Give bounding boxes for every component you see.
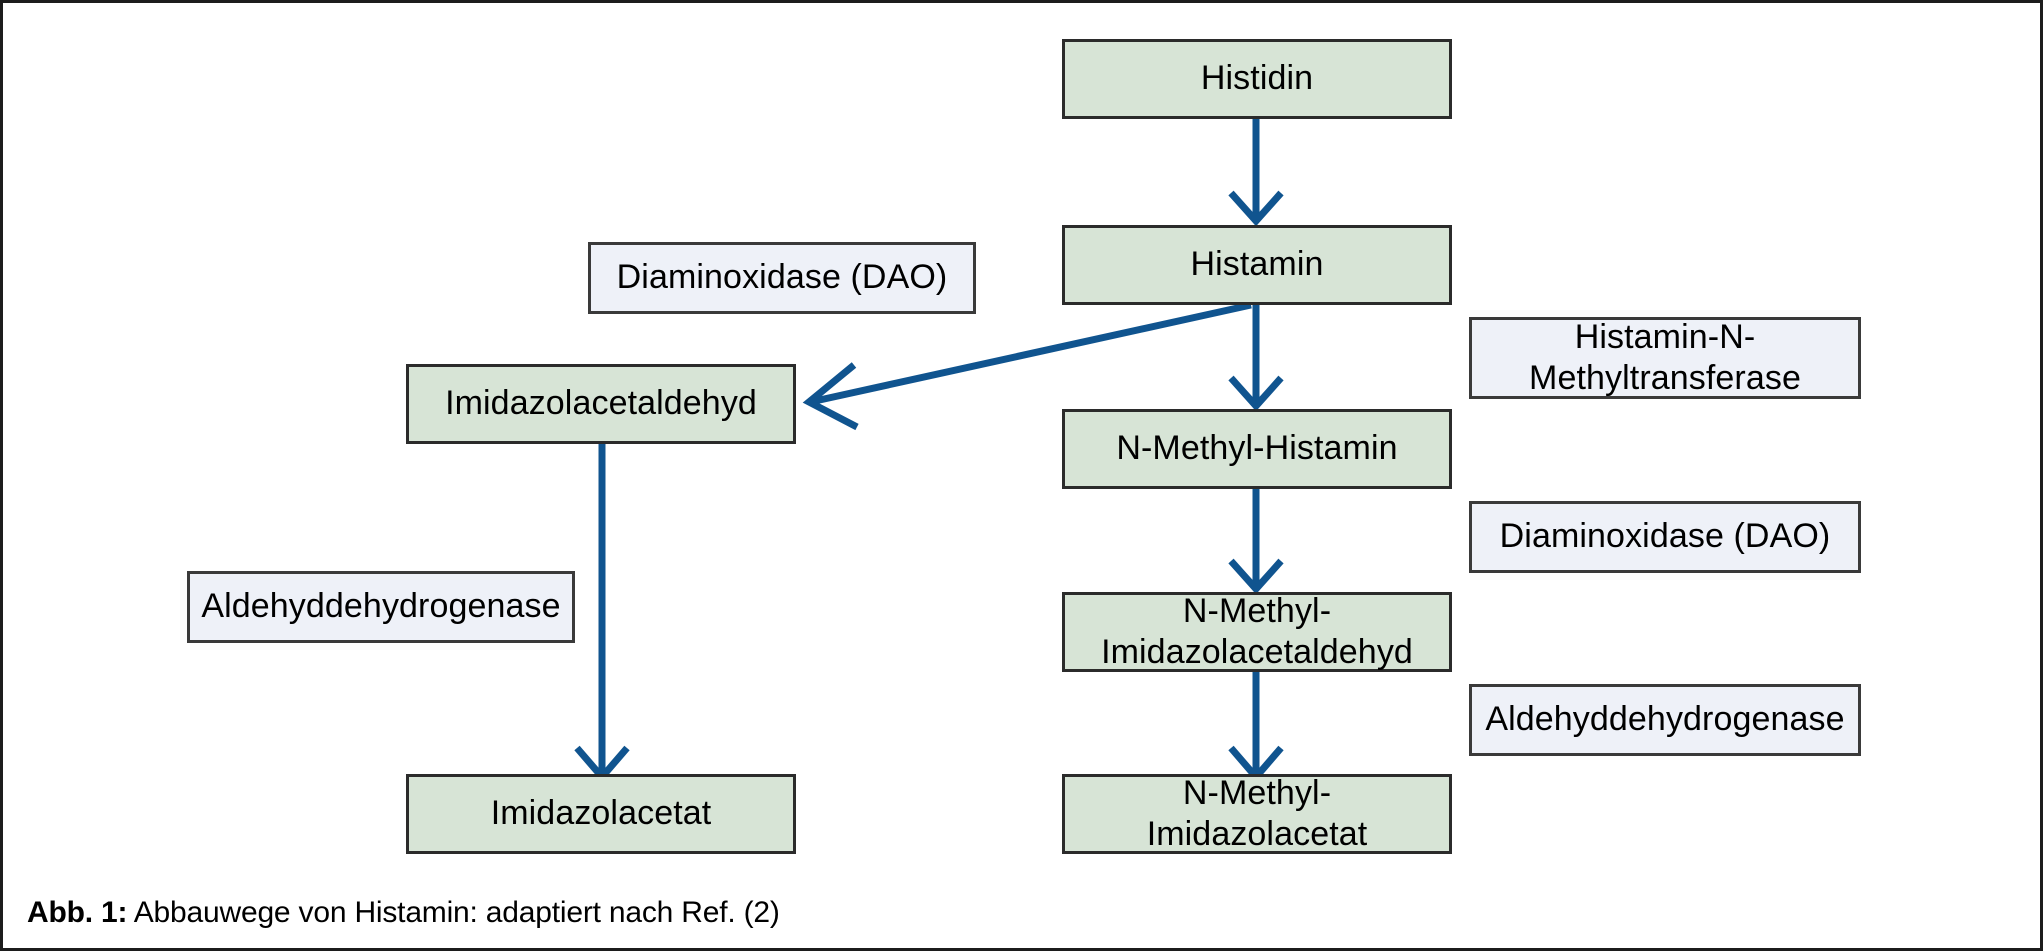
figure-caption-label: Abb. 1: <box>27 896 128 929</box>
enzyme-diaminoxidase-left[interactable]: Diaminoxidase (DAO) <box>588 242 976 314</box>
arrow-layer <box>574 119 1284 783</box>
enzyme-histamin-n-methyltransferase-right[interactable]: Histamin-N- Methyltransferase <box>1469 317 1861 399</box>
node-histidin[interactable]: Histidin <box>1062 39 1452 119</box>
node-imidazolacetat[interactable]: Imidazolacetat <box>406 774 796 854</box>
node-n-methyl-imidazolacetaldehyd[interactable]: N-Methyl- Imidazolacetaldehyd <box>1062 592 1452 672</box>
arrow-n-methyl-imidazolacetaldehyd-to-n-methyl-imidazolacetat <box>1228 672 1284 783</box>
figure-caption: Abb. 1: Abbauwege von Histamin: adaptier… <box>27 896 780 930</box>
arrow-histidin-to-histamin <box>1228 119 1284 227</box>
arrow-imidazolacetaldehyd-to-imidazolacetat <box>574 444 630 783</box>
figure-caption-text: Abbauwege von Histamin: adaptiert nach R… <box>127 896 780 929</box>
arrow-histamin-to-n-methyl-histamin <box>1228 305 1284 412</box>
node-n-methyl-imidazolacetat[interactable]: N-Methyl- Imidazolacetat <box>1062 774 1452 854</box>
enzyme-aldehyddehydrogenase-right[interactable]: Aldehyddehydrogenase <box>1469 684 1861 756</box>
enzyme-aldehyddehydrogenase-left[interactable]: Aldehyddehydrogenase <box>187 571 575 643</box>
node-histamin[interactable]: Histamin <box>1062 225 1452 305</box>
arrow-n-methyl-histamin-to-n-methyl-imidazolacetaldehyd <box>1228 489 1284 595</box>
arrow-histamin-to-imidazolacetaldehyd <box>802 301 1252 431</box>
node-n-methyl-histamin[interactable]: N-Methyl-Histamin <box>1062 409 1452 489</box>
enzyme-diaminoxidase-right[interactable]: Diaminoxidase (DAO) <box>1469 501 1861 573</box>
node-imidazolacetaldehyd[interactable]: Imidazolacetaldehyd <box>406 364 796 444</box>
